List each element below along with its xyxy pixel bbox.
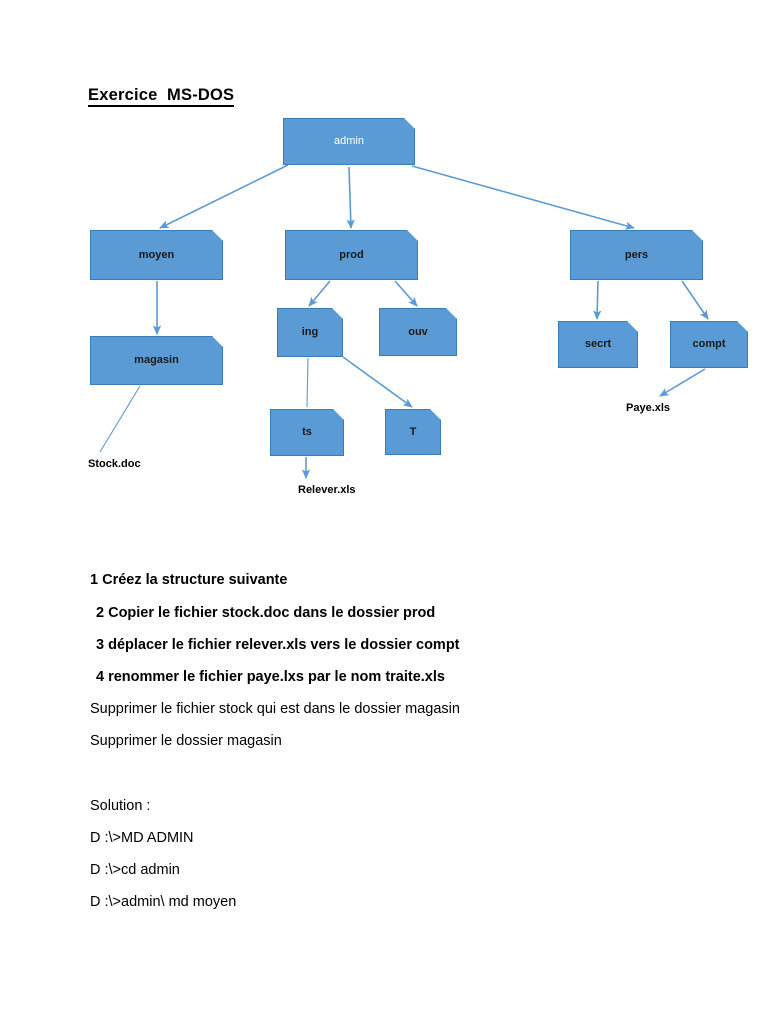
folder-node-label: compt: [692, 338, 726, 350]
folder-node-compt[interactable]: compt: [670, 321, 748, 368]
instruction-line-6: Supprimer le dossier magasin: [90, 733, 282, 749]
folder-node-ouv[interactable]: ouv: [379, 308, 457, 356]
file-label-stock-doc: Stock.doc: [88, 458, 141, 470]
connector-ing-T: [342, 356, 413, 408]
folder-node-magasin[interactable]: magasin: [90, 336, 223, 385]
solution-command-cmd-2: D :\>cd admin: [90, 862, 180, 878]
connector-ing-ts: [306, 357, 309, 408]
instruction-line-4: 4 renommer le fichier paye.lxs par le no…: [96, 669, 445, 685]
folder-node-admin[interactable]: admin: [283, 118, 415, 165]
page-title: Exercice MS-DOS: [88, 86, 235, 108]
file-label-relever-xls: Relever.xls: [298, 484, 356, 496]
folder-node-label: prod: [339, 248, 364, 261]
folder-node-ts[interactable]: ts: [270, 409, 344, 456]
folder-node-secrt[interactable]: secrt: [558, 321, 638, 368]
connector-prod-ing: [308, 280, 331, 307]
connector-prod-ouv: [394, 280, 418, 307]
connector-magasin-stock: [99, 385, 141, 453]
instruction-line-3: 3 déplacer le fichier relever.xls vers l…: [96, 637, 460, 653]
folder-node-label: ing: [301, 326, 319, 338]
folder-node-T[interactable]: T: [385, 409, 441, 455]
folder-tree-diagram: admin moyen prod pers magasin ing ouv secrt comp…: [88, 0, 768, 496]
folder-node-label: ts: [302, 426, 312, 438]
solution-heading: Solution :: [90, 798, 151, 814]
folder-node-label: pers: [624, 248, 649, 261]
folder-node-label: secrt: [584, 338, 612, 350]
file-label-paye-xls: Paye.xls: [626, 402, 671, 414]
instruction-line-2: 2 Copier le fichier stock.doc dans le do…: [96, 605, 436, 621]
connector-admin-pers: [411, 165, 635, 230]
folder-node-prod[interactable]: prod: [285, 230, 418, 280]
solution-command-cmd-3: D :\>admin\ md moyen: [90, 894, 237, 910]
connector-pers-secrt: [593, 280, 602, 320]
connector-pers-compt: [681, 280, 709, 320]
folder-node-label: moyen: [138, 248, 175, 261]
connector-admin-moyen: [159, 164, 289, 229]
folder-node-pers[interactable]: pers: [570, 230, 703, 280]
folder-node-label: T: [409, 425, 417, 438]
folder-node-ing[interactable]: ing: [277, 308, 343, 357]
folder-node-moyen[interactable]: moyen: [90, 230, 223, 280]
folder-node-label: admin: [334, 135, 364, 147]
connector-compt-paye: [659, 368, 706, 397]
folder-node-label: ouv: [408, 325, 428, 338]
connector-admin-prod: [346, 166, 355, 229]
instruction-line-1: 1 Créez la structure suivante: [90, 572, 288, 588]
instruction-line-5: Supprimer le fichier stock qui est dans …: [90, 701, 460, 717]
solution-command-cmd-1: D :\>MD ADMIN: [90, 830, 194, 846]
folder-node-label: magasin: [134, 354, 179, 366]
